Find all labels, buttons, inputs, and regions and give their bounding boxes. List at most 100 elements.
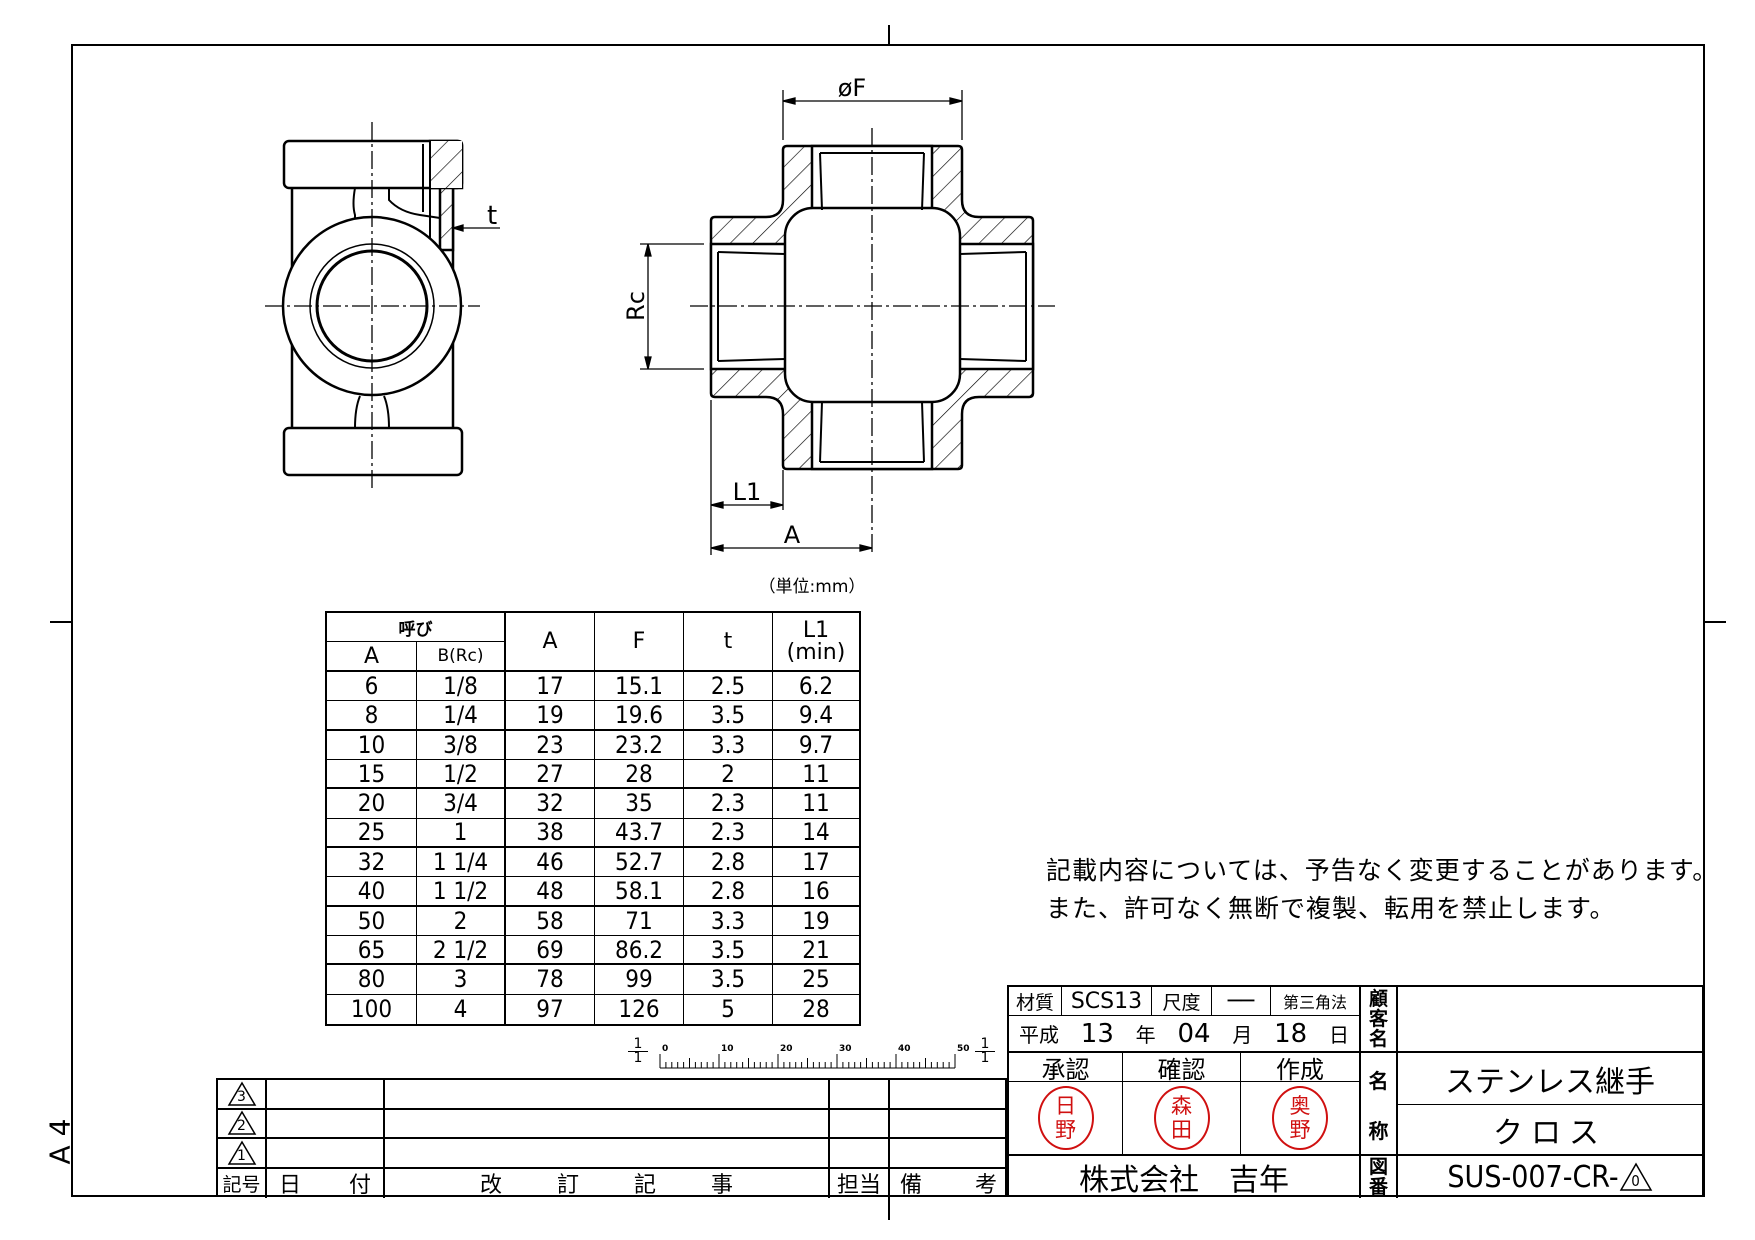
revision-mark: 1 bbox=[218, 1139, 267, 1169]
customer-label-char: 客 bbox=[1368, 1008, 1388, 1030]
date-year: 13 bbox=[1080, 1018, 1114, 1049]
table-cell: 71 bbox=[595, 906, 684, 936]
table-cell: 65 bbox=[327, 936, 417, 966]
approved-stamp-cell: 日野 bbox=[1009, 1082, 1123, 1156]
revision-triangle-icon: 1 bbox=[227, 1140, 257, 1166]
projection-method: 第三角法 bbox=[1271, 987, 1361, 1016]
table-cell: 1/2 bbox=[417, 760, 506, 790]
checked-seal-stamp: 森田 bbox=[1153, 1086, 1210, 1150]
dim-label-l1: L1 bbox=[733, 478, 762, 506]
checked-label: 確認 bbox=[1123, 1053, 1241, 1084]
table-cell: 14 bbox=[773, 818, 859, 848]
table-cell: 19 bbox=[773, 907, 859, 936]
revision-cell bbox=[267, 1109, 385, 1139]
table-cell: 4 bbox=[417, 994, 506, 1024]
header-date-1: 日 bbox=[279, 1173, 302, 1199]
table-cell: 2.5 bbox=[684, 672, 773, 702]
header-remarks-2: 考 bbox=[974, 1173, 997, 1199]
table-cell: 2.8 bbox=[684, 877, 773, 907]
part-name-line-2: クロス bbox=[1398, 1105, 1702, 1156]
table-cell: 28 bbox=[595, 760, 684, 790]
seal-char: 野 bbox=[1055, 1118, 1076, 1142]
table-cell: 99 bbox=[595, 965, 684, 995]
table-cell: 35 bbox=[595, 789, 684, 819]
table-cell: 2.8 bbox=[684, 848, 773, 878]
table-cell: 11 bbox=[773, 760, 859, 790]
table-cell: 3/4 bbox=[417, 789, 506, 819]
table-cell: 3.3 bbox=[684, 906, 773, 936]
header-remarks-1: 備 bbox=[900, 1173, 923, 1199]
scale-label: 20 bbox=[780, 1044, 793, 1054]
table-cell: 2.3 bbox=[684, 818, 773, 848]
table-cell: 21 bbox=[773, 936, 859, 966]
notice-line-2: また、許可なく無断で複製、転用を禁止します。 bbox=[1046, 894, 1616, 923]
seal-char: 奥 bbox=[1289, 1094, 1311, 1118]
table-cell: 8 bbox=[327, 701, 417, 731]
customer-name bbox=[1398, 987, 1702, 1053]
revision-cell bbox=[830, 1080, 890, 1110]
header-yobi: 呼び bbox=[327, 613, 506, 642]
table-cell: 32 bbox=[506, 789, 595, 819]
table-cell: 40 bbox=[327, 877, 417, 907]
scale-ratio-left: 1 1 bbox=[628, 1037, 648, 1066]
drawn-label: 作成 bbox=[1241, 1053, 1361, 1084]
approved-seal-stamp: 日野 bbox=[1037, 1086, 1094, 1150]
side-view-centerlines bbox=[265, 122, 480, 492]
table-cell: 86.2 bbox=[595, 936, 684, 966]
table-cell: 1 1/2 bbox=[417, 877, 506, 907]
date-day-unit: 日 bbox=[1328, 1023, 1349, 1047]
part-name-line-1: ステンレス継手 bbox=[1398, 1053, 1702, 1105]
drawing-no-label-char: 番 bbox=[1368, 1176, 1388, 1198]
header-b-rc: B(Rc) bbox=[417, 642, 506, 672]
revision-cell bbox=[890, 1139, 1007, 1169]
table-cell: 15.1 bbox=[595, 672, 684, 702]
dim-label-f: øF bbox=[838, 74, 867, 102]
seal-char: 森 bbox=[1171, 1094, 1192, 1118]
date-year-unit: 年 bbox=[1135, 1023, 1156, 1047]
revision-number: 1 bbox=[237, 1147, 246, 1164]
header-content-char: 改 bbox=[479, 1173, 502, 1199]
table-cell: 2 1/2 bbox=[417, 936, 506, 966]
dimension-lines bbox=[640, 90, 963, 555]
revision-cell bbox=[385, 1080, 830, 1110]
table-cell: 17 bbox=[506, 672, 595, 702]
table-cell: 11 bbox=[773, 789, 859, 819]
table-cell: 9.4 bbox=[773, 701, 859, 731]
table-cell: 100 bbox=[327, 994, 417, 1024]
revision-cell bbox=[385, 1139, 830, 1169]
revision-mark: 2 bbox=[218, 1109, 267, 1139]
scale-label: 0 bbox=[662, 1044, 668, 1054]
scale-ratio-numerator: 1 bbox=[628, 1037, 648, 1052]
notice: 記載内容については、予告なく変更することがあります。 また、許可なく無断で複製、… bbox=[1046, 852, 1718, 928]
drawing-no-label: 図番 bbox=[1361, 1156, 1398, 1198]
table-cell: 20 bbox=[327, 789, 417, 819]
table-cell: 78 bbox=[506, 965, 595, 995]
scale-value: ── bbox=[1212, 987, 1271, 1016]
seal-char: 日 bbox=[1055, 1094, 1076, 1118]
header-a-nominal: A bbox=[327, 642, 417, 672]
material-value: SCS13 bbox=[1062, 987, 1152, 1016]
approved-label: 承認 bbox=[1009, 1053, 1123, 1084]
scale-ratio-numerator: 1 bbox=[975, 1037, 995, 1052]
drawing-revision: 0 bbox=[1631, 1172, 1640, 1190]
scale-ratio-denominator: 1 bbox=[633, 1050, 643, 1066]
table-cell: 15 bbox=[327, 760, 417, 790]
cross-view-centerlines bbox=[690, 128, 1055, 555]
customer-label-char: 名 bbox=[1368, 1028, 1388, 1050]
dim-label-a: A bbox=[784, 521, 801, 549]
table-cell: 16 bbox=[773, 877, 859, 907]
scale-label: 40 bbox=[898, 1044, 911, 1054]
revision-cell bbox=[830, 1139, 890, 1169]
table-cell: 48 bbox=[506, 877, 595, 907]
date-month-unit: 月 bbox=[1232, 1023, 1253, 1047]
table-cell: 25 bbox=[327, 818, 417, 848]
table-cell: 97 bbox=[506, 994, 595, 1024]
header-l1-min: (min) bbox=[786, 639, 846, 665]
dimension-t bbox=[450, 224, 500, 232]
name-label-1: 名 bbox=[1361, 1053, 1398, 1105]
